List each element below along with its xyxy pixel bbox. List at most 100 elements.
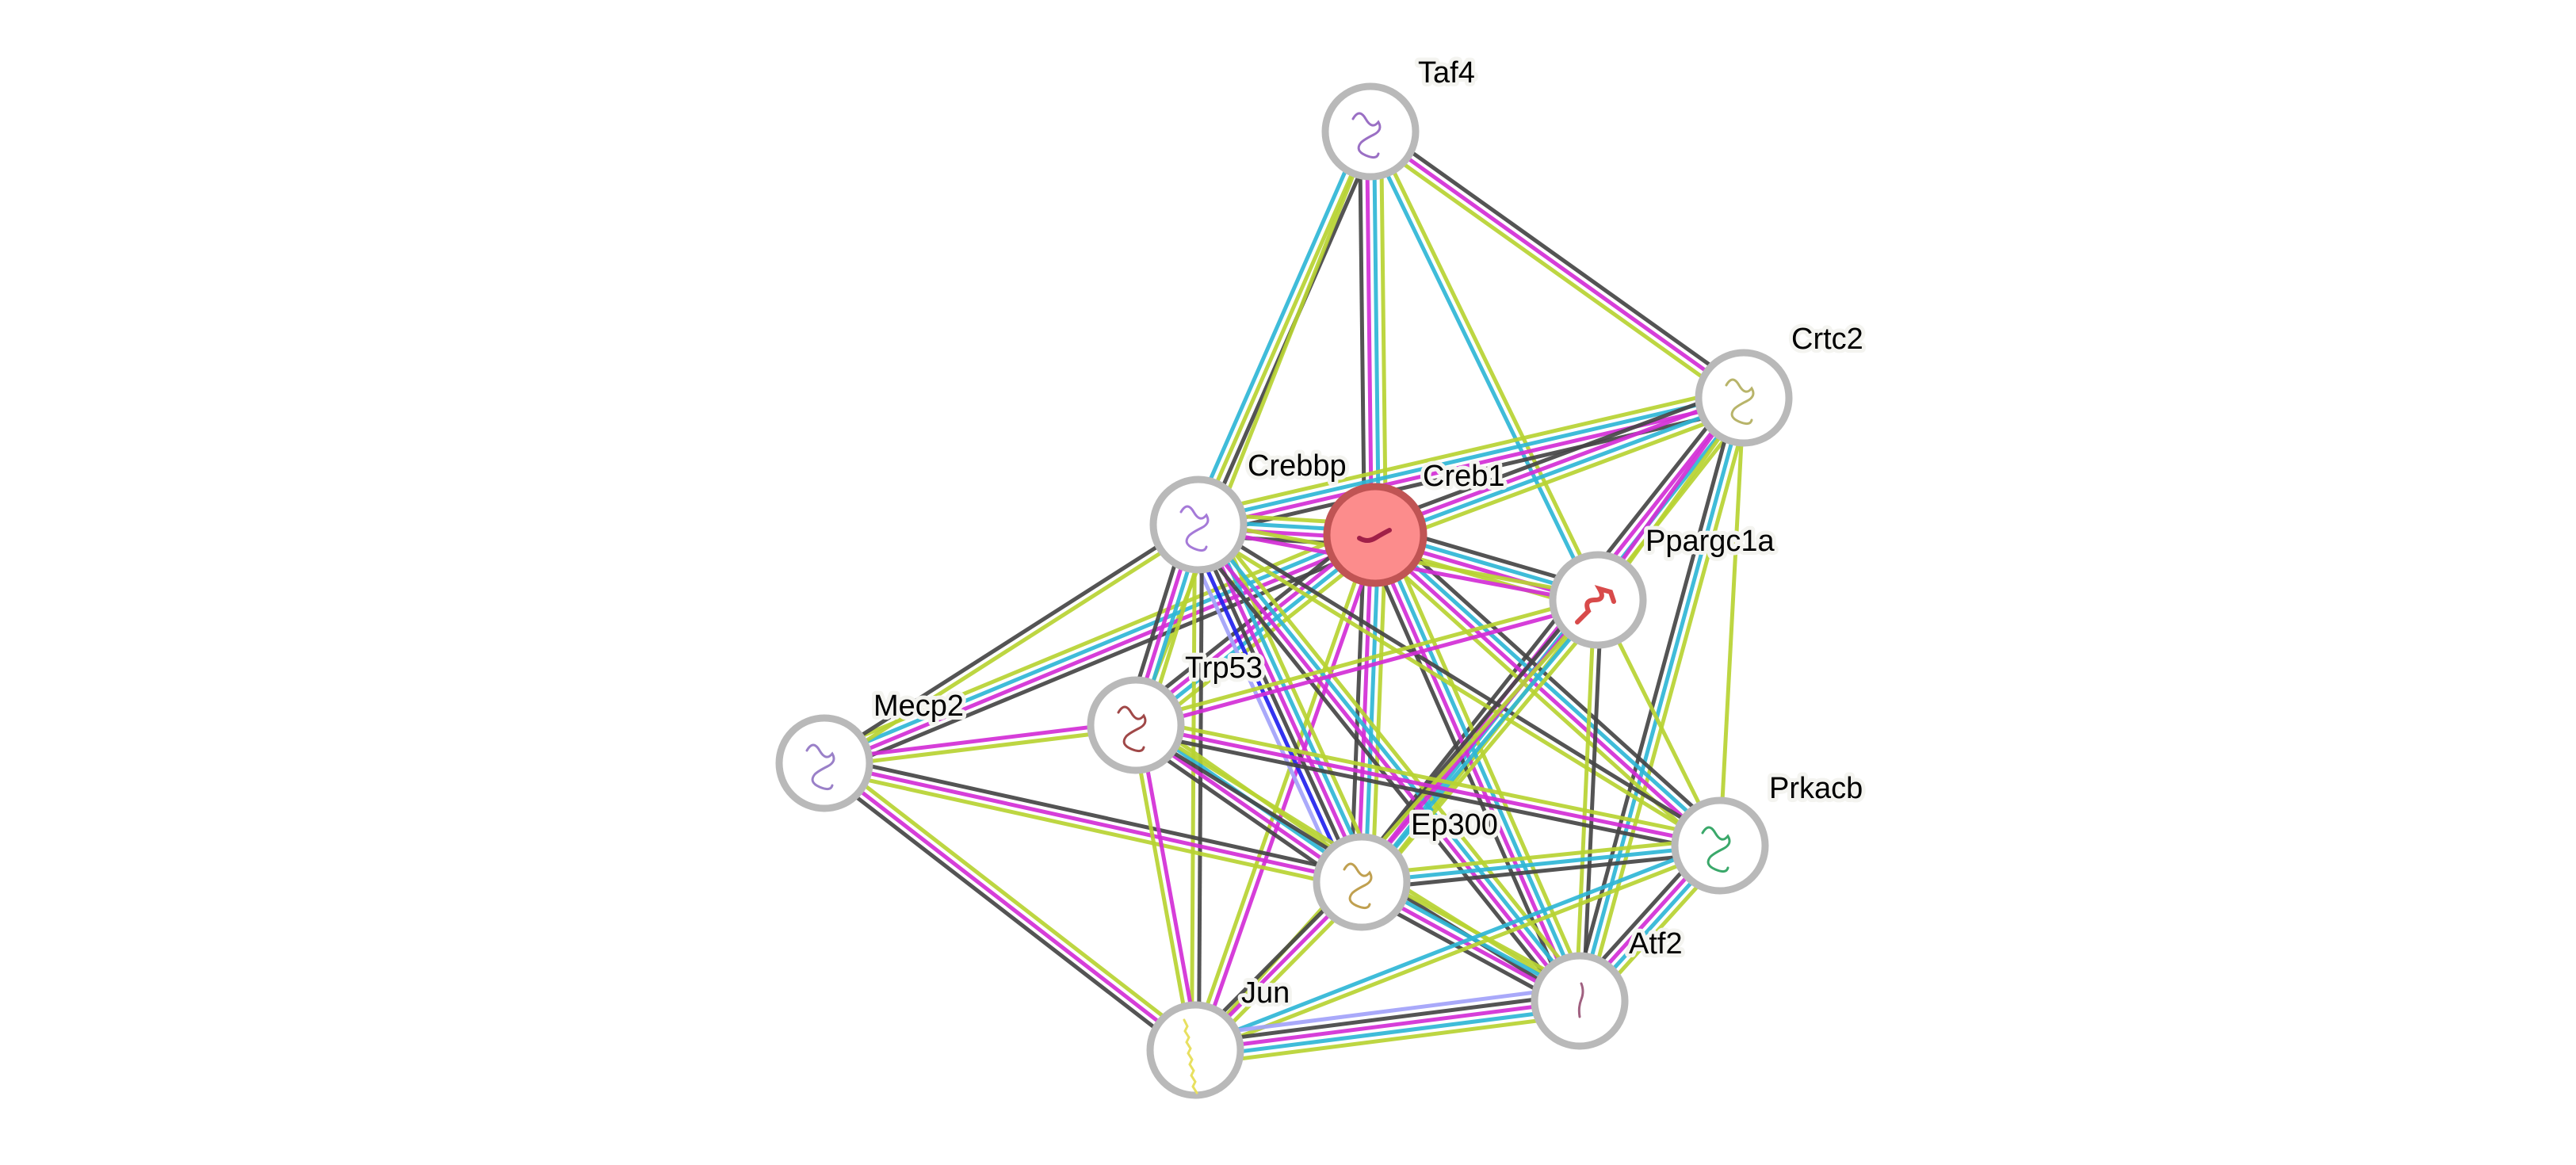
edge-crebbp-jun[interactable] [1190, 524, 1204, 1051]
node-label: Atf2 [1629, 927, 1683, 961]
node-mecp2[interactable]: Mecp2 [775, 686, 968, 812]
edge-line-textmining [1574, 599, 1597, 1001]
edge-line-coexpression [1194, 991, 1580, 1045]
edge-line-coexpression [1570, 395, 1739, 1000]
edge-atf2-jun[interactable] [1193, 984, 1582, 1067]
node-atf2[interactable]: Atf2 [1531, 923, 1687, 1050]
edge-line-textmining [1584, 399, 1753, 1004]
node-label: Trp53 [1185, 651, 1263, 685]
node-label: Ppargc1a [1645, 525, 1775, 558]
edge-line-textmining [1365, 136, 1741, 406]
edge-prkacb-jun[interactable] [1193, 840, 1722, 1056]
edge-taf4-trp53[interactable] [1133, 131, 1373, 726]
edge-line-textmining [1371, 128, 1603, 600]
protein-structure-icon [1343, 862, 1373, 910]
edge-line-database [1577, 397, 1746, 1002]
node-label: Mecp2 [873, 689, 964, 723]
edge-line-coexpression [1196, 525, 1204, 1051]
protein-structure-icon [1179, 505, 1210, 552]
node-crebbp[interactable]: Crebbp [1149, 445, 1351, 574]
node-circle[interactable] [1671, 796, 1769, 895]
edge-line-database [1371, 131, 1381, 535]
edge-line-coexpression [825, 754, 1364, 877]
protein-structure-icon [1577, 982, 1584, 1018]
edge-crtc2-crebbp[interactable] [1195, 385, 1747, 537]
node-crtc2[interactable]: Crtc2 [1695, 319, 1867, 447]
node-circle[interactable] [1323, 483, 1428, 587]
edge-taf4-crtc2[interactable] [1365, 124, 1749, 406]
edge-line-coexpression [1133, 730, 1719, 855]
edge-taf4-ppargc1a[interactable] [1365, 128, 1603, 603]
edge-crtc2-atf2[interactable] [1570, 395, 1753, 1004]
edge-trp53-jun[interactable] [1130, 724, 1201, 1052]
edge-trp53-prkacb[interactable] [1133, 716, 1722, 855]
edge-line-experiments [1137, 724, 1201, 1050]
edge-crebbp-prkacb[interactable] [1195, 520, 1723, 850]
edge-line-experiments [1356, 534, 1374, 882]
node-label: Crtc2 [1791, 323, 1863, 356]
edge-line-textmining [1195, 846, 1722, 1056]
edge-line-coexpression [1373, 124, 1749, 394]
edge-line-textmining [1190, 524, 1198, 1050]
edge-line-textmining [1205, 517, 1590, 996]
node-circle[interactable] [1146, 1001, 1244, 1099]
edge-line-coexpression [818, 767, 1193, 1058]
node-prkacb[interactable]: Prkacb [1671, 768, 1867, 895]
edge-mecp2-trp53[interactable] [824, 720, 1137, 769]
edge-ppargc1a-atf2[interactable] [1574, 599, 1603, 1002]
edge-line-textmining [1134, 594, 1598, 724]
edge-line-database [1363, 535, 1381, 883]
node-circle[interactable] [1087, 676, 1185, 774]
edge-line-experiments [823, 762, 1197, 1052]
node-creb1[interactable]: Creb1 [1323, 456, 1509, 587]
edge-line-textmining [1368, 605, 1608, 891]
edge-mecp2-ep300[interactable] [822, 754, 1364, 892]
edge-line-database [1375, 399, 1746, 540]
node-circle[interactable] [775, 714, 873, 812]
node-circle[interactable] [1695, 349, 1793, 447]
node-taf4[interactable]: Taf4 [1321, 52, 1479, 181]
edge-line-homology [1193, 984, 1579, 1038]
node-label: Ep300 [1411, 808, 1498, 842]
node-label: Jun [1241, 976, 1290, 1010]
edge-line-experiments [1373, 392, 1744, 534]
edge-line-database [1376, 533, 1585, 1001]
edge-line-experiments [1198, 399, 1745, 530]
node-label: Taf4 [1418, 56, 1475, 90]
node-trp53[interactable]: Trp53 [1087, 647, 1267, 774]
node-circle[interactable] [1321, 82, 1420, 181]
protein-structure-icon [1701, 826, 1731, 873]
edge-crebbp-mecp2[interactable] [821, 520, 1202, 768]
edge-line-textmining [1195, 385, 1742, 517]
edge-line-textmining [1196, 130, 1373, 526]
edge-line-experiments [1135, 723, 1721, 848]
node-circle[interactable] [1313, 833, 1411, 931]
node-jun[interactable]: Jun [1146, 972, 1294, 1099]
edge-line-textmining [825, 525, 1202, 768]
edge-line-textmining [819, 523, 1372, 755]
edge-ep300-prkacb[interactable] [1360, 836, 1722, 892]
edge-line-experiments [1136, 601, 1599, 731]
edge-line-fusion [1187, 528, 1354, 888]
node-circle[interactable] [1149, 476, 1248, 574]
edge-line-textmining [822, 768, 1361, 892]
edge-line-textmining [1196, 1013, 1582, 1067]
edge-line-database [1193, 840, 1720, 1049]
edge-crtc2-creb1[interactable] [1370, 386, 1749, 547]
edge-line-experiments [1371, 536, 1719, 850]
edge-taf4-creb1[interactable] [1358, 131, 1388, 536]
edge-line-coexpression [1362, 850, 1722, 892]
edge-ppargc1a-jun[interactable] [1194, 598, 1599, 1052]
node-ep300[interactable]: Ep300 [1313, 804, 1502, 931]
protein-structure-icon [1117, 705, 1147, 753]
edge-line-database [1206, 519, 1374, 879]
edge-crtc2-prkacb[interactable] [1718, 397, 1746, 846]
node-label: Prkacb [1769, 772, 1863, 805]
node-ppargc1a[interactable]: Ppargc1a [1549, 521, 1779, 649]
edge-line-textmining [1370, 535, 1388, 883]
edge-ppargc1a-trp53[interactable] [1134, 594, 1599, 731]
edge-line-textmining [1194, 598, 1599, 1052]
edge-line-database [1376, 530, 1724, 845]
edge-mecp2-jun[interactable] [818, 755, 1202, 1058]
